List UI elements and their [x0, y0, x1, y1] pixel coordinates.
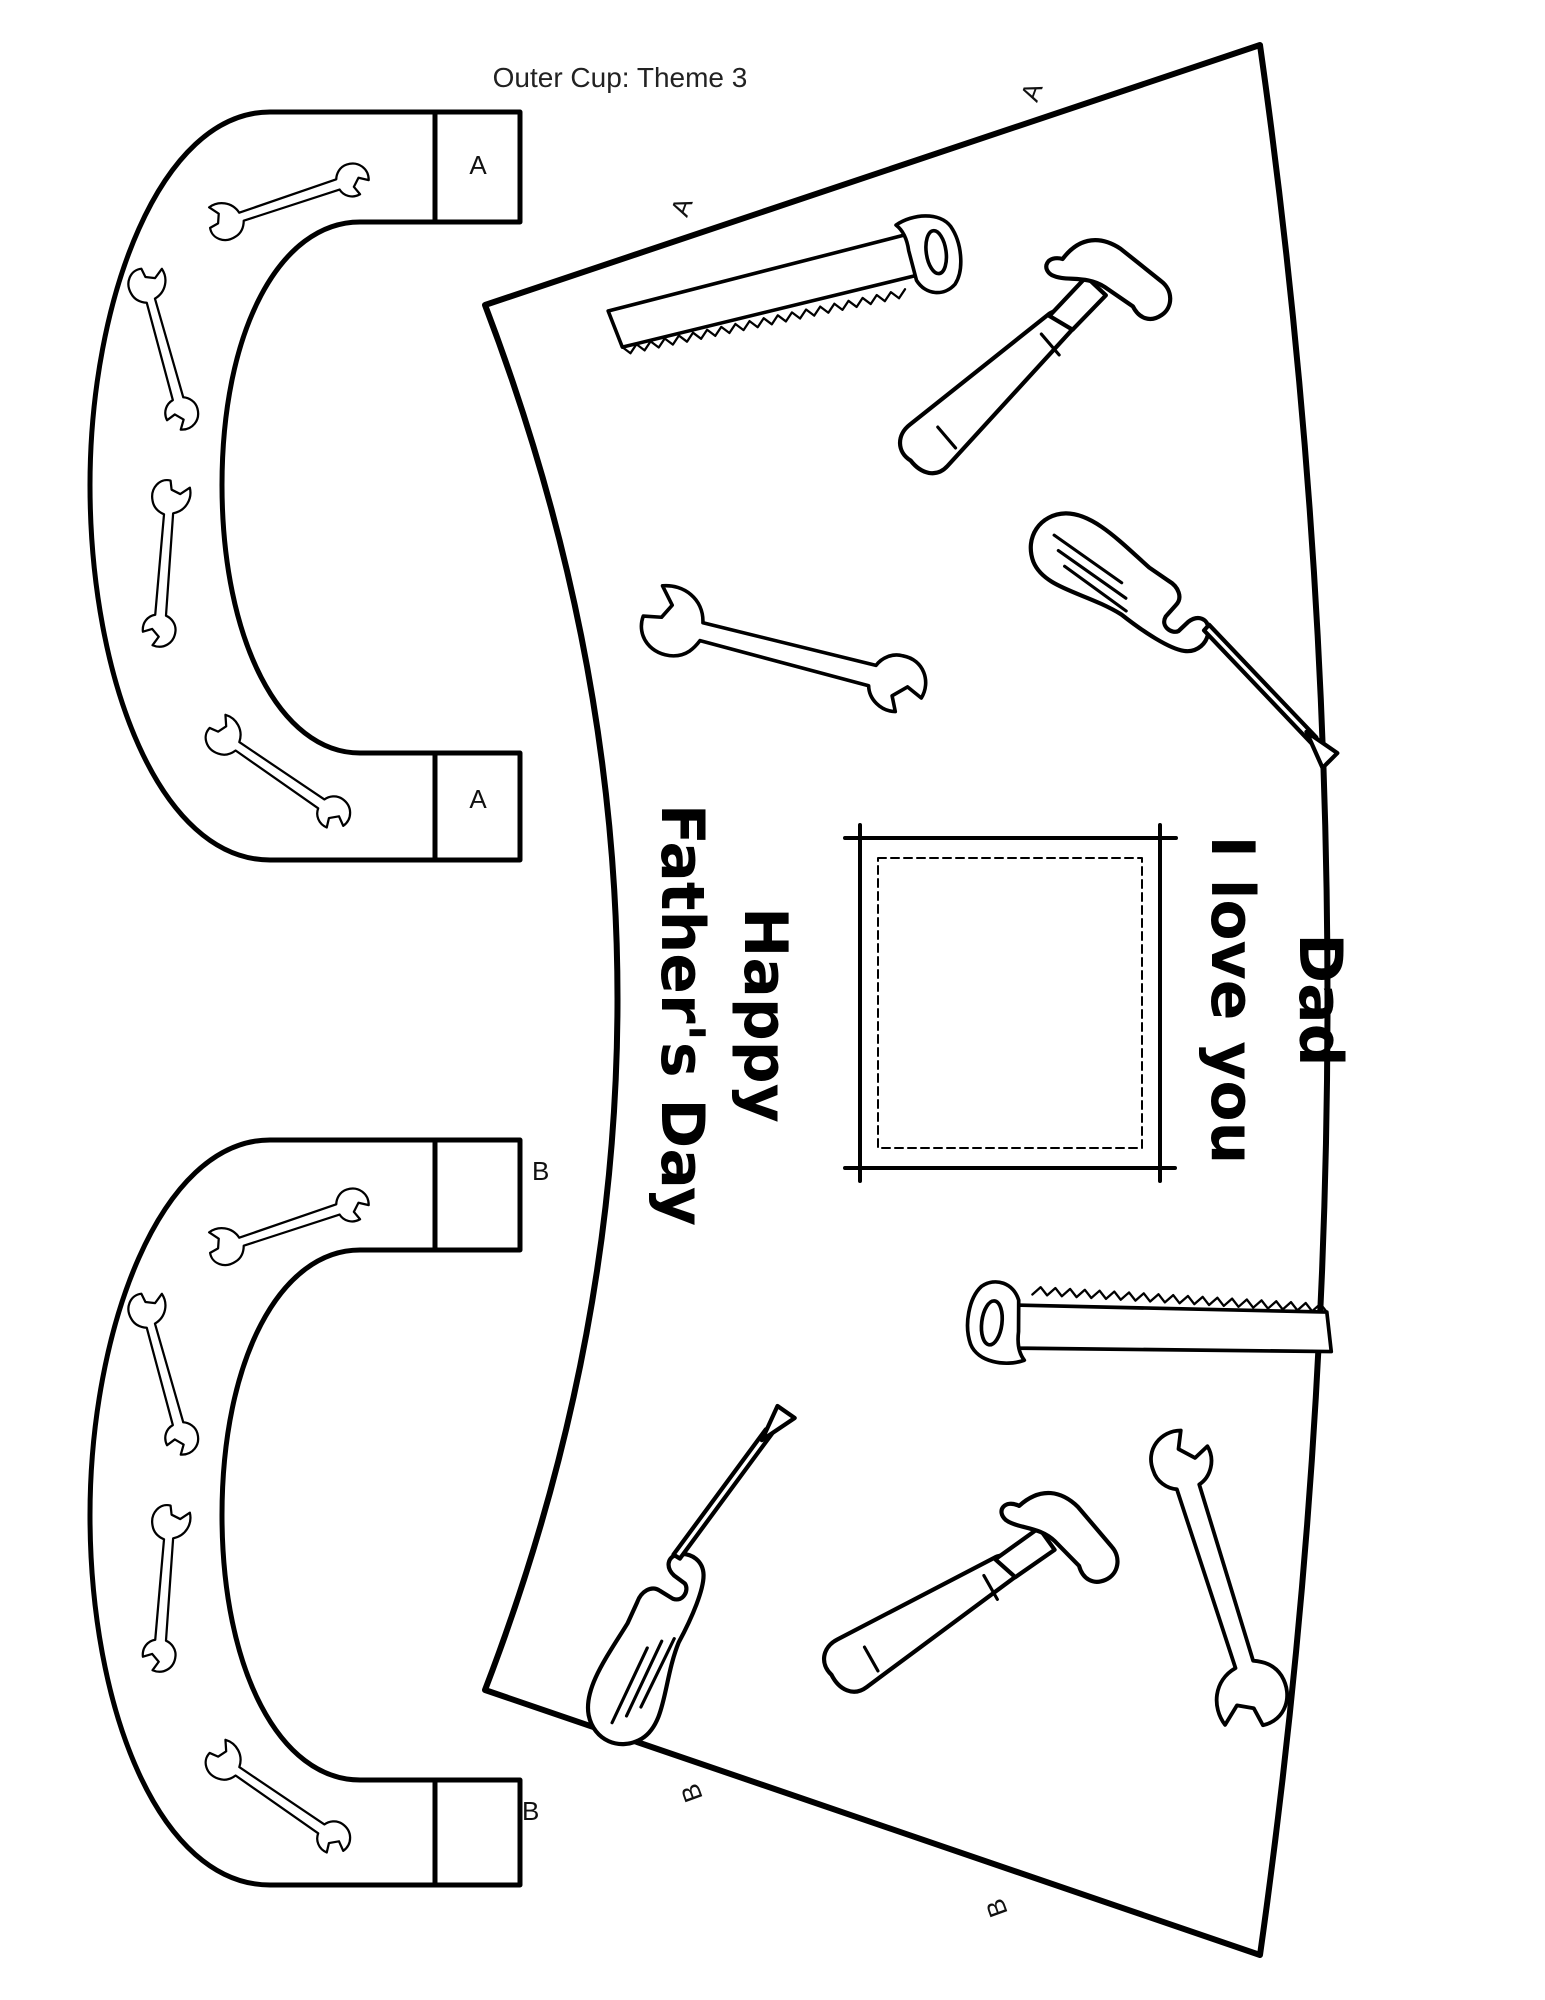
cup-edge-mark-bottom-left: B [674, 1780, 708, 1807]
handle-bottom-tab-bottom-label: B [522, 1796, 539, 1826]
handle-bottom-tab-top [432, 1137, 523, 1253]
page-title: Outer Cup: Theme 3 [492, 62, 748, 93]
handle-top-outline [87, 109, 438, 863]
handle-top-tab-top [432, 109, 523, 225]
handle-top-tab-bottom [432, 750, 523, 863]
handle-bottom-outline [87, 1137, 438, 1888]
handle-top-tab-bottom-label: A [469, 784, 487, 814]
cup-edge-mark-bottom-right: B [979, 1895, 1013, 1922]
message-right-line1: Dad [1285, 933, 1355, 1066]
message-left-line1: Happy [730, 907, 800, 1123]
handle-bottom: B B [87, 1137, 549, 1888]
cup-edge-mark-top-right: A [1014, 78, 1048, 105]
cup-edge-mark-top-left: A [664, 193, 698, 220]
handle-bottom-tab-top-label: B [532, 1156, 549, 1186]
handle-bottom-tab-bottom [432, 1777, 523, 1888]
handle-top-tab-top-label: A [469, 150, 487, 180]
handle-top: A A [87, 109, 523, 863]
message-left-line2: Father's Day [647, 804, 717, 1226]
cup-body: A A B B Dad I love you Happy Father's Da… [482, 42, 1365, 1958]
photo-frame-icon [843, 823, 1178, 1183]
message-right-line2: I love you [1197, 836, 1267, 1165]
